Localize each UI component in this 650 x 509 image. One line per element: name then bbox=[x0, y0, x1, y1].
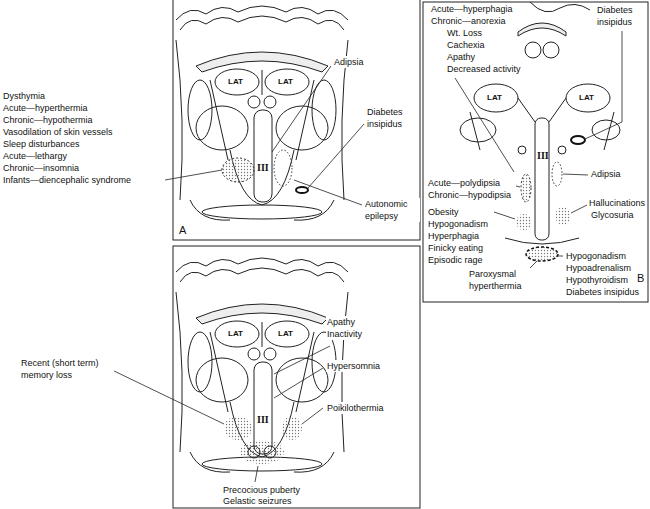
symptom-label: Chronic—hypothermia bbox=[2, 114, 94, 126]
symptom-label: Dysthymia bbox=[2, 90, 46, 102]
symptom-label: Acute—polydipsia bbox=[427, 177, 501, 189]
symptom-label: Glycosuria bbox=[590, 209, 635, 221]
coronal-section bbox=[176, 6, 348, 220]
symptom-label: Hypogonadism bbox=[565, 250, 627, 262]
lesion-areas bbox=[222, 150, 308, 193]
symptom-label: Hallucinations bbox=[588, 197, 646, 209]
panel-frame bbox=[423, 2, 648, 302]
symptom-label: Hypogonadism bbox=[427, 218, 489, 230]
symptom-label: Recent (short term) memory loss bbox=[20, 357, 114, 381]
symptom-label: Finicky eating bbox=[427, 242, 484, 254]
symptom-label: Apathy bbox=[446, 51, 476, 63]
lesion-areas bbox=[516, 136, 585, 261]
symptom-label: Diabetes insipidus bbox=[565, 286, 640, 298]
panel-frame bbox=[173, 246, 420, 508]
ventricle-label: III bbox=[537, 150, 549, 162]
symptom-label: Diabetes insipidus bbox=[366, 106, 416, 130]
symptom-label: Hypothyroidism bbox=[565, 274, 629, 286]
symptom-label: Paroxysmal hyperthermia bbox=[468, 268, 534, 292]
symptom-label: Chronic—anorexia bbox=[430, 15, 507, 27]
ventricle-label: LAT bbox=[228, 329, 243, 339]
ventricle-label: LAT bbox=[487, 93, 502, 103]
symptom-label: Decreased activity bbox=[446, 63, 522, 75]
symptom-label: Diabetes insipidus bbox=[596, 4, 646, 28]
symptom-label: Acute—hyperthermia bbox=[2, 102, 89, 114]
ventricle-label: LAT bbox=[278, 77, 293, 87]
symptom-label: Acute—lethargy bbox=[2, 150, 68, 162]
symptom-label: Acute—hyperphagia bbox=[430, 3, 514, 15]
symptom-label: Obesity bbox=[427, 206, 460, 218]
ventricle-label: LAT bbox=[278, 329, 293, 339]
coronal-section bbox=[176, 258, 348, 472]
symptom-label: Infants—diencephalic syndrome bbox=[2, 174, 132, 186]
symptom-label: Cachexia bbox=[446, 39, 486, 51]
panel-letter: A bbox=[178, 224, 187, 236]
symptom-label: Autonomic epilepsy bbox=[364, 198, 420, 222]
symptom-label: Hypersomnia bbox=[326, 360, 381, 372]
symptom-label: Adipsia bbox=[333, 56, 365, 68]
panel-letter: B bbox=[636, 272, 645, 284]
ventricle-label: LAT bbox=[228, 77, 243, 87]
symptom-label: Poikilothermia bbox=[326, 402, 385, 414]
symptom-label: Wt. Loss bbox=[446, 27, 483, 39]
ventricle-label: III bbox=[257, 414, 269, 426]
symptom-label: Gelastic seizures bbox=[222, 495, 293, 507]
panel-frame bbox=[173, 0, 420, 240]
ventricle-label: LAT bbox=[579, 93, 594, 103]
symptom-label: Apathy Inactivity bbox=[326, 316, 374, 340]
leader-lines bbox=[165, 66, 364, 205]
symptom-label: Chronic—hypodipsia bbox=[427, 189, 512, 201]
symptom-label: Sleep disturbances bbox=[2, 138, 81, 150]
symptom-label: Hypoadrenalism bbox=[565, 262, 632, 274]
leader-lines bbox=[112, 346, 330, 482]
symptom-label: Episodic rage bbox=[427, 254, 484, 266]
ventricle-label: III bbox=[257, 162, 269, 174]
symptom-label: Vasodilation of skin vessels bbox=[2, 126, 113, 138]
symptom-label: Hyperphagia bbox=[427, 230, 480, 242]
symptom-label: Chronic—insomnia bbox=[2, 162, 80, 174]
symptom-label: Adipsia bbox=[590, 168, 622, 180]
